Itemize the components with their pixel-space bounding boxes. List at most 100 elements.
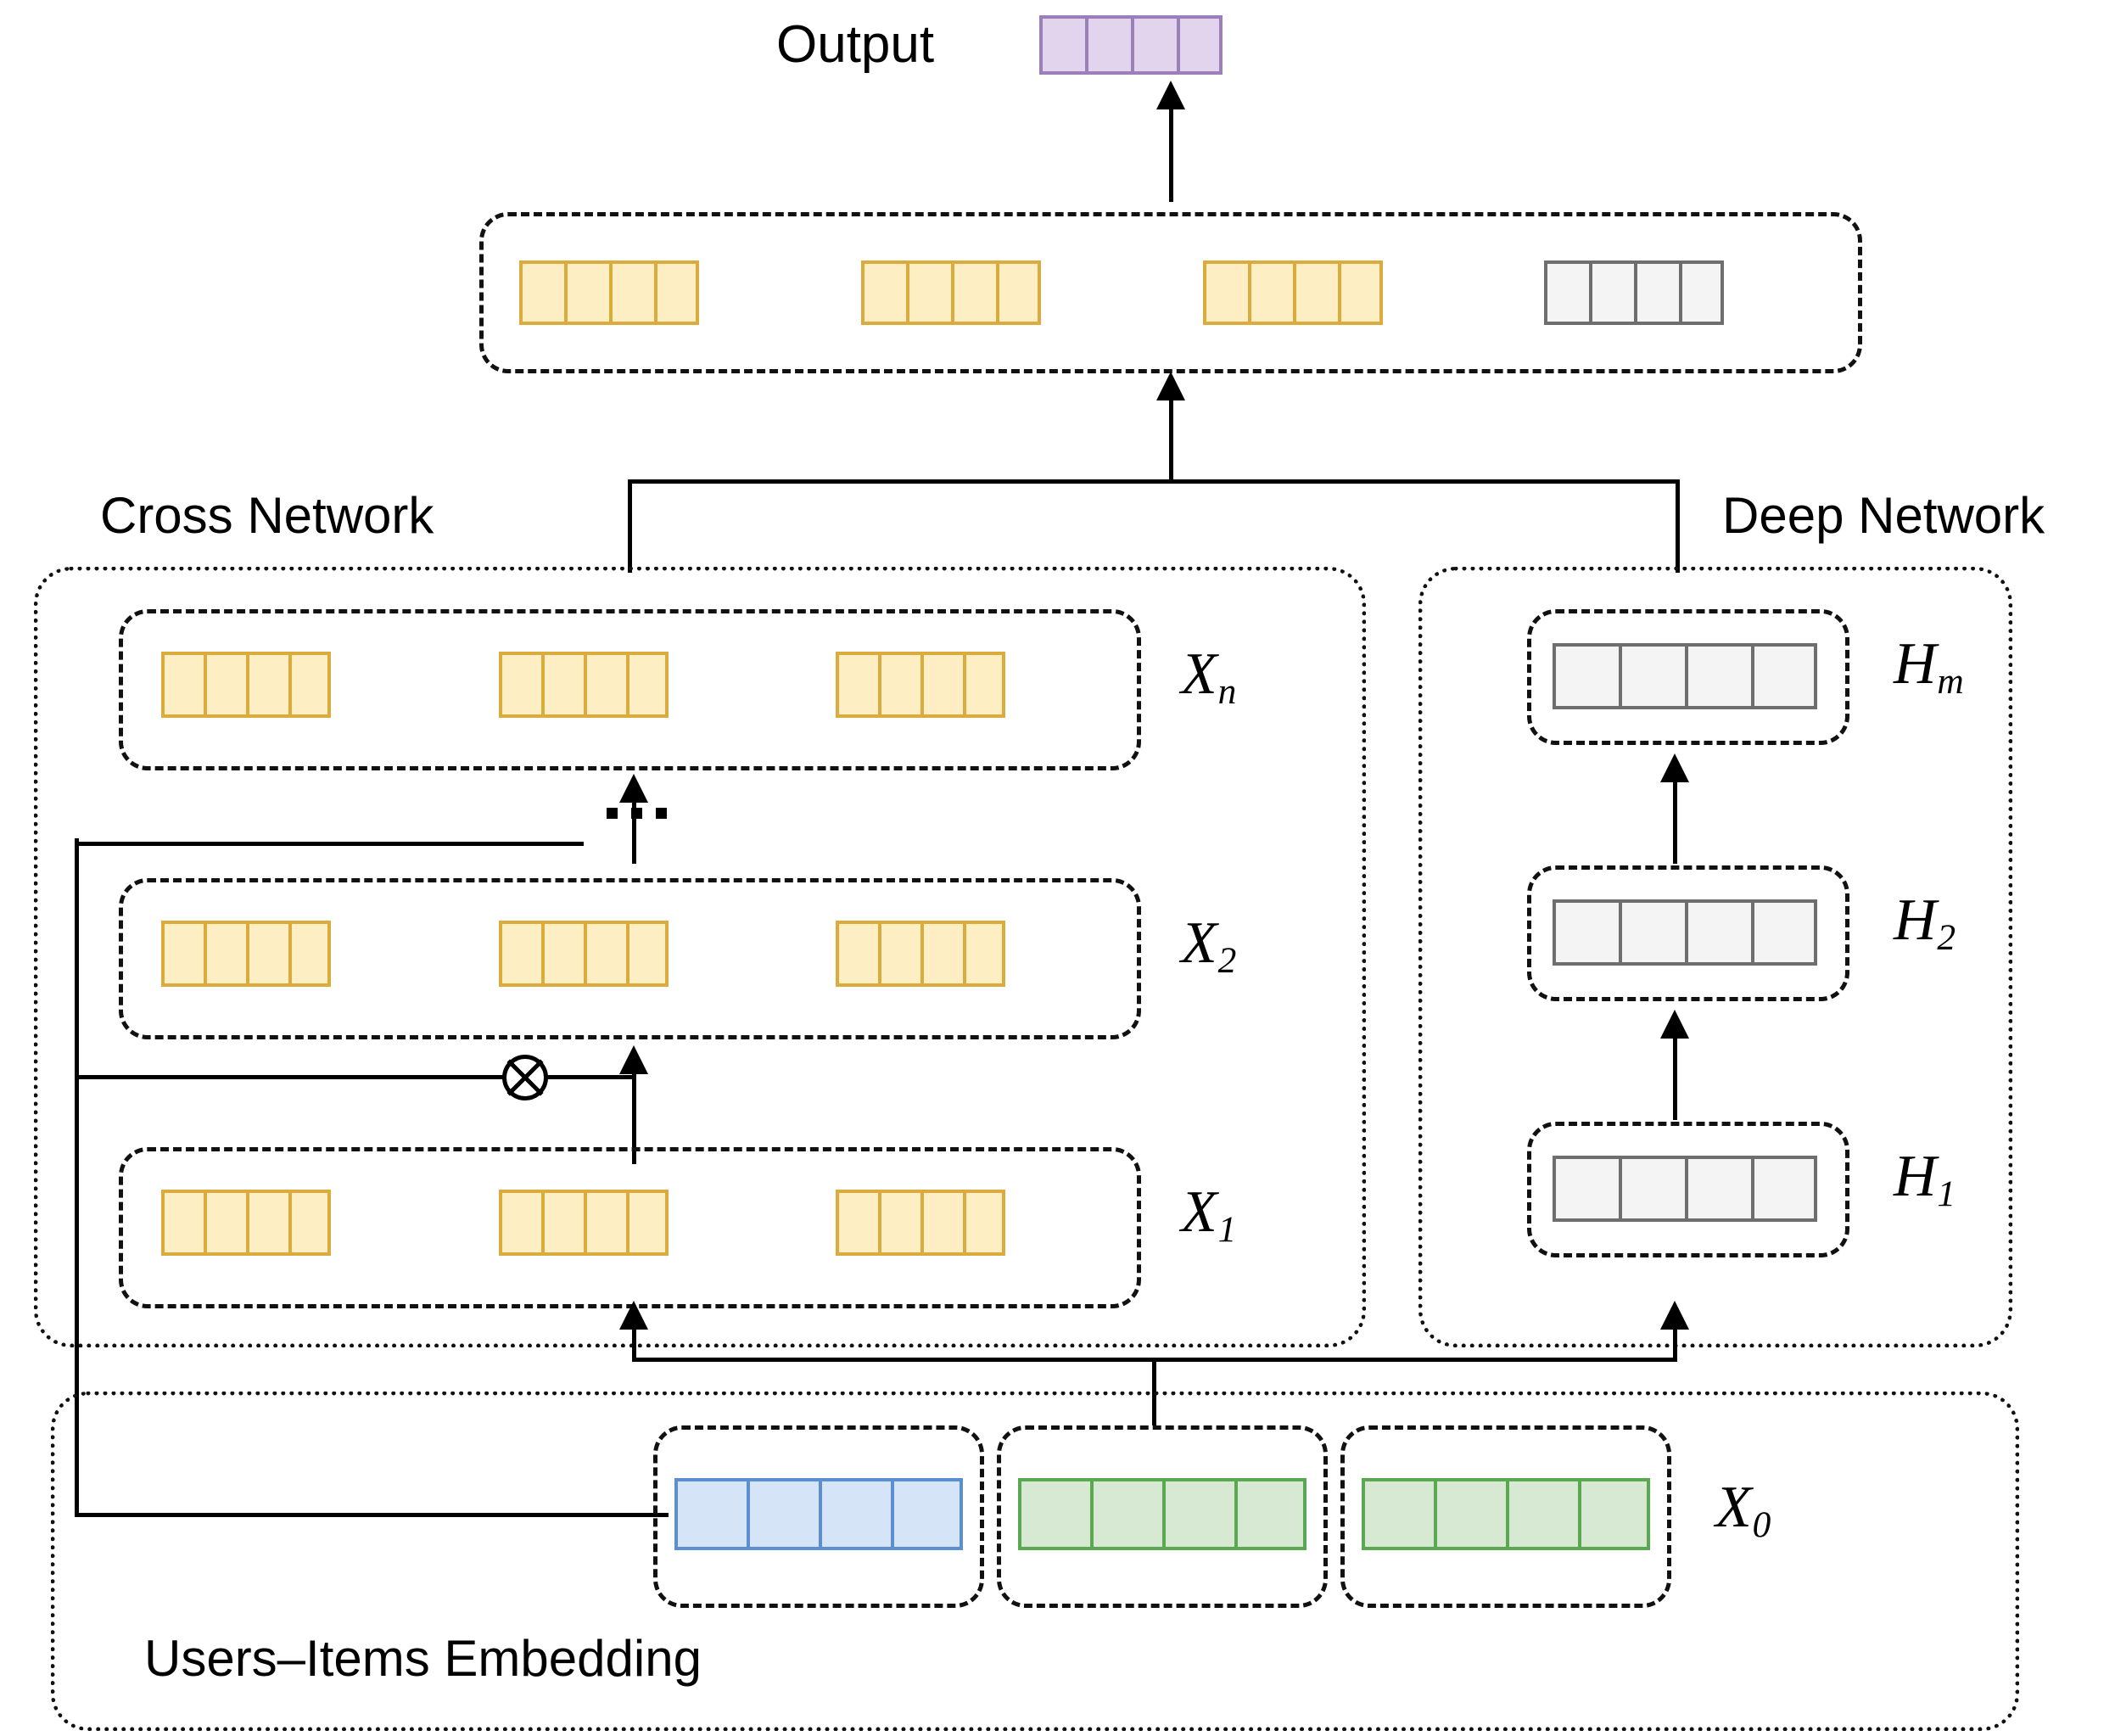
embedding-cell <box>1018 1478 1090 1550</box>
deep-cell <box>1553 899 1619 966</box>
cross-product-operator-icon <box>502 1055 548 1100</box>
cross-x1-group-1 <box>161 1190 331 1256</box>
cross-xn-group-3 <box>836 652 1005 718</box>
deep-cell <box>1685 643 1751 709</box>
output-cell <box>1085 15 1131 75</box>
cross-cell <box>161 921 204 987</box>
combination-group-deep <box>1544 260 1724 325</box>
cross-cell <box>204 921 246 987</box>
arrowhead-to-h1 <box>1660 1301 1689 1330</box>
deep-cell <box>1553 643 1619 709</box>
cross-xn-symbol: X <box>1181 641 1217 707</box>
embedding-cell <box>1578 1478 1650 1550</box>
cross-cell <box>920 1190 963 1256</box>
cross-cell <box>204 1190 246 1256</box>
combination-cell <box>564 260 609 325</box>
deep-hm-vector <box>1553 643 1817 709</box>
cross-cell <box>836 1190 878 1256</box>
combination-cell <box>1203 260 1248 325</box>
embedding-x0-label: X0 <box>1715 1475 1771 1543</box>
deep-cell <box>1619 1156 1685 1222</box>
deep-layer-h1-container <box>1527 1122 1849 1257</box>
deep-h1-subscript: 1 <box>1937 1173 1956 1215</box>
cross-x1-group-3 <box>836 1190 1005 1256</box>
cross-cell <box>541 921 584 987</box>
combination-cell <box>654 260 699 325</box>
cross-layer-xn-container <box>119 609 1141 770</box>
cross-x2-subscript: 2 <box>1217 940 1237 982</box>
connector-merge-bar <box>628 479 1680 484</box>
output-label: Output <box>776 15 935 74</box>
embedding-cell <box>1090 1478 1162 1550</box>
cross-cell <box>288 921 331 987</box>
connector-h2-to-hm <box>1673 779 1677 864</box>
cross-xn-group-2 <box>499 652 669 718</box>
cross-cell <box>246 921 288 987</box>
cross-x2-symbol: X <box>1181 910 1217 976</box>
output-cell <box>1177 15 1223 75</box>
embedding-container <box>51 1392 2019 1731</box>
arrowhead-to-h2 <box>1660 1010 1689 1039</box>
embedding-x0-subscript: 0 <box>1752 1504 1771 1546</box>
cross-cell <box>963 921 1005 987</box>
connector-combination-to-output <box>1169 104 1173 202</box>
combination-group-cross-2 <box>861 260 1041 325</box>
deep-network-label: Deep Network <box>1722 487 2045 544</box>
output-cell <box>1131 15 1177 75</box>
cross-cell <box>878 921 920 987</box>
embedding-group-items-1-container <box>997 1425 1328 1608</box>
embedding-cell <box>747 1478 819 1550</box>
cross-cell <box>204 652 246 718</box>
embedding-group-items-2 <box>1362 1478 1650 1550</box>
cross-x1-symbol: X <box>1181 1179 1217 1245</box>
connector-merge-stem <box>1169 397 1173 482</box>
deep-cell <box>1751 899 1817 966</box>
connector-x0-skip-to-xn <box>75 842 584 846</box>
combination-cell <box>519 260 564 325</box>
cross-cell <box>963 1190 1005 1256</box>
arrowhead-to-combination <box>1156 372 1185 400</box>
combination-cell <box>1248 260 1293 325</box>
deep-layer-h1-label: H1 <box>1894 1147 1956 1212</box>
deep-cell <box>1685 899 1751 966</box>
connector-x0-vertical-bus <box>75 838 79 1517</box>
deep-network-container <box>1418 567 2012 1347</box>
deep-h2-subscript: 2 <box>1937 917 1956 959</box>
deep-hm-subscript: m <box>1937 661 1964 703</box>
deep-h2-symbol: H <box>1894 888 1937 953</box>
embedding-cell <box>1162 1478 1234 1550</box>
embedding-label: Users–Items Embedding <box>144 1630 702 1687</box>
embedding-group-users-container <box>653 1425 984 1608</box>
embedding-group-users <box>674 1478 963 1550</box>
cross-x1-subscript: 1 <box>1217 1209 1237 1251</box>
cross-cell <box>499 652 541 718</box>
connector-x1-to-x2 <box>632 1071 636 1164</box>
cross-cell <box>246 1190 288 1256</box>
cross-cell <box>836 921 878 987</box>
cross-cell <box>161 1190 204 1256</box>
combination-group-cross-1 <box>519 260 699 325</box>
combination-cell <box>1589 260 1634 325</box>
output-cell <box>1039 15 1085 75</box>
arrowhead-to-x2 <box>619 1045 648 1074</box>
deep-cell <box>1619 899 1685 966</box>
cross-cell <box>541 1190 584 1256</box>
connector-cross-to-merge <box>628 479 632 573</box>
cross-xn-group-1 <box>161 652 331 718</box>
connector-split-to-cross <box>632 1328 636 1360</box>
cross-layer-x2-label: X2 <box>1181 914 1236 979</box>
cross-cell <box>584 652 626 718</box>
embedding-cell <box>674 1478 747 1550</box>
embedding-x0-symbol: X <box>1715 1475 1752 1540</box>
cross-cell <box>878 652 920 718</box>
cross-x2-group-3 <box>836 921 1005 987</box>
cross-ellipsis <box>607 808 667 819</box>
embedding-cell <box>891 1478 963 1550</box>
embedding-cell <box>1362 1478 1434 1550</box>
combination-cell <box>1544 260 1589 325</box>
connector-h1-to-h2 <box>1673 1035 1677 1120</box>
combination-cell <box>1338 260 1383 325</box>
cross-layer-x2-container <box>119 878 1141 1039</box>
embedding-cell <box>1434 1478 1506 1550</box>
cross-layer-xn-label: Xn <box>1181 645 1236 710</box>
